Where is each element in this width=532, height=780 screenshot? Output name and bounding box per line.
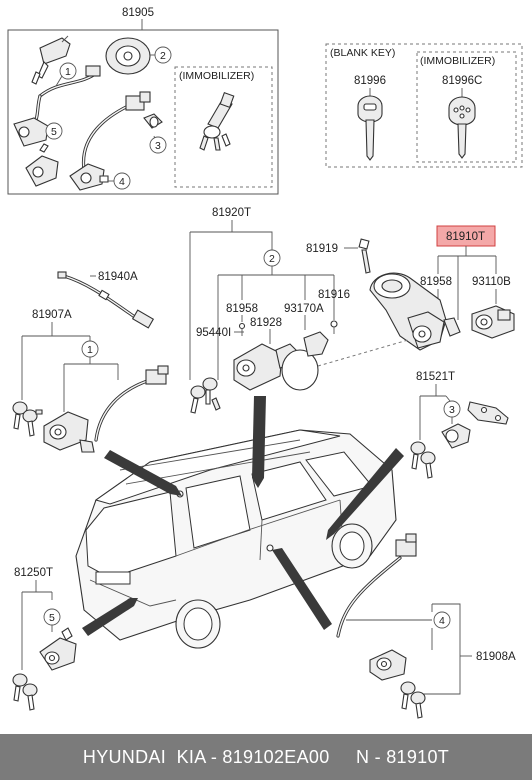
immobilizer-inner-box xyxy=(174,66,273,188)
callout-95440I: 95440I xyxy=(196,327,231,339)
keys-81920T xyxy=(190,377,221,414)
immobilizer-key-label: (IMMOBILIZER) xyxy=(420,55,495,67)
callout-93110B: 93110B xyxy=(472,276,511,288)
keys-81250T xyxy=(12,673,38,711)
screw-81958-mid xyxy=(238,322,246,336)
steering-lock-housing-81910T xyxy=(369,272,461,351)
switch-93110B xyxy=(471,305,515,339)
immobilizer-inner-label: (IMMOBILIZER) xyxy=(179,70,254,82)
pointer-arrow-ignition xyxy=(252,396,266,488)
immobilizer-antenna-ring xyxy=(281,331,329,391)
callout-81958-mid: 81958 xyxy=(226,303,258,315)
door-lock-81907A xyxy=(43,411,95,453)
small-cylinder-3 xyxy=(143,113,163,129)
pointer-arrow-right-door xyxy=(326,448,404,540)
circle-5-top-label: 5 xyxy=(51,126,57,138)
circle-4-bottom xyxy=(433,611,451,629)
parts-diagram: 81905 2 1 5 xyxy=(7,7,523,719)
footer-part-number-text: HYUNDAI KIA - 819102EA00 N - 81910T xyxy=(82,746,450,767)
blank-key xyxy=(357,95,383,161)
callout-81940A: 81940A xyxy=(98,271,138,283)
callout-81919: 81919 xyxy=(306,243,338,255)
ignition-lock-body xyxy=(233,343,297,391)
door-cable-81908A xyxy=(336,533,417,638)
callout-81958-right: 81958 xyxy=(420,276,452,288)
keys-81908A xyxy=(400,681,426,719)
pointer-arrow-tailgate xyxy=(82,598,138,636)
callout-81250T: 81250T xyxy=(14,567,53,579)
circle-2-top xyxy=(154,46,172,64)
bolt-81919 xyxy=(358,238,371,274)
callout-81907A: 81907A xyxy=(32,309,72,321)
blank-key-label: (BLANK KEY) xyxy=(330,47,395,59)
tailgate-bracket-81521T xyxy=(467,401,509,425)
circle-2-top-label: 2 xyxy=(160,50,166,62)
circle-1-mid-label: 1 xyxy=(87,344,93,356)
lock-cylinder-top-left xyxy=(31,35,71,85)
immobilizer-key-box xyxy=(416,51,517,163)
circle-4-top-label: 4 xyxy=(119,176,125,188)
circle-1-top xyxy=(59,62,77,80)
door-cable-81907A xyxy=(94,365,169,442)
lock-assembly-lower-left xyxy=(25,143,59,187)
door-lock-81908A xyxy=(369,649,407,681)
circle-3-mid-label: 3 xyxy=(449,404,455,416)
key-box-outer xyxy=(325,43,523,168)
callout-81916: 81916 xyxy=(318,289,350,301)
callout-81905: 81905 xyxy=(122,7,154,19)
callout-81521T: 81521T xyxy=(416,371,455,383)
callout-81908A: 81908A xyxy=(476,651,516,663)
circle-4-bottom-label: 4 xyxy=(439,615,445,627)
steering-lock-top xyxy=(105,37,151,75)
circle-5-bottom-label: 5 xyxy=(49,612,55,624)
trunk-lock-top xyxy=(69,163,109,191)
cable-81940A xyxy=(57,271,155,329)
keys-81907A xyxy=(12,401,43,437)
circle-5-top xyxy=(45,122,63,140)
group-81905-box xyxy=(7,29,279,195)
circle-4-top xyxy=(113,172,131,190)
callout-81996C: 81996C xyxy=(442,75,482,87)
circle-2-mid-label: 2 xyxy=(269,253,275,265)
tailgate-lock-81250T xyxy=(39,627,77,671)
keys-81521T xyxy=(410,441,436,479)
tailgate-cylinder-81521T xyxy=(441,423,471,449)
immobilizer-keys xyxy=(199,91,235,151)
screw-81916 xyxy=(330,320,338,334)
immobilizer-key xyxy=(448,96,476,159)
circle-3-top xyxy=(149,136,167,154)
circle-3-top-label: 3 xyxy=(155,140,161,152)
callout-93170A: 93170A xyxy=(284,303,324,315)
door-lock-left-top xyxy=(13,117,49,147)
callout-81920T: 81920T xyxy=(212,207,251,219)
pointer-arrow-left-door xyxy=(104,450,182,496)
footer-bar: HYUNDAI KIA - 819102EA00 N - 81910T xyxy=(0,734,532,780)
callout-81910T: 81910T xyxy=(446,231,485,243)
pointer-arrow-door-handle xyxy=(272,548,332,630)
callout-81928: 81928 xyxy=(250,317,282,329)
circle-1-top-label: 1 xyxy=(65,66,71,78)
callout-81996: 81996 xyxy=(354,75,386,87)
